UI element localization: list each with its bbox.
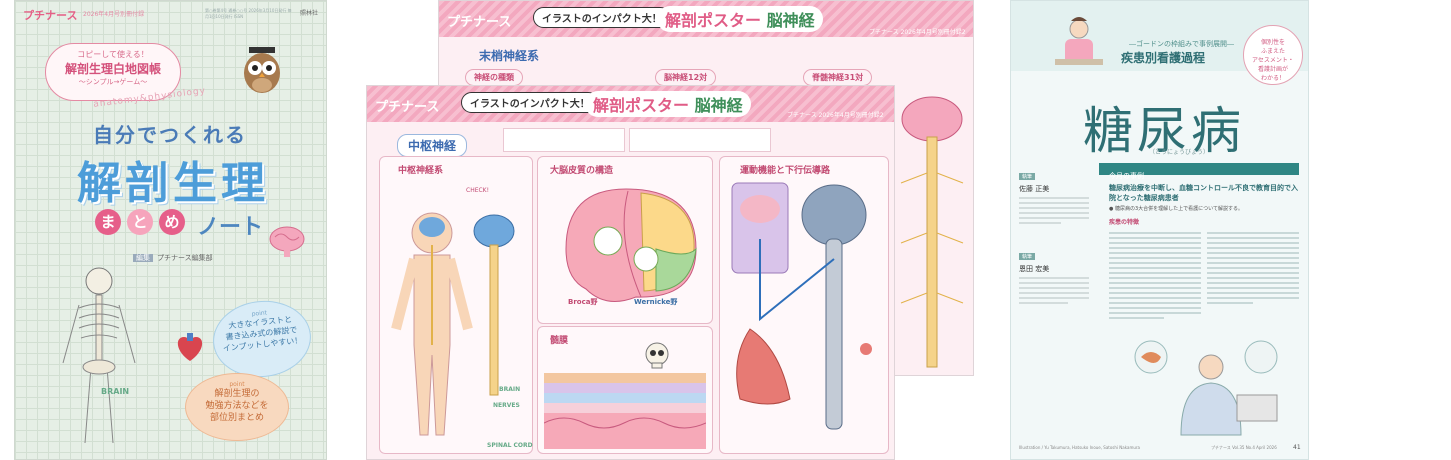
body-column-1: [1109, 229, 1201, 322]
wernicke-label: Wernicke野: [634, 298, 678, 306]
poster-front-section: 中枢神経: [397, 134, 468, 157]
side-badge-text: 個別性を ふまえた アセスメント・ 看護計画が わかる！: [1244, 38, 1302, 83]
poster-back-title-main: 解剖ポスター: [665, 11, 762, 30]
cortex-illustration: [565, 188, 697, 302]
cover-issue: 2026年4月号別冊付録: [83, 11, 145, 18]
poster-spinal-label: SPINAL CORD: [487, 442, 533, 449]
poster-front-brand: プチナース: [375, 100, 440, 115]
feature-label: 疾患の特徴: [1109, 219, 1140, 226]
point-bubble-1: point 大きなイラストと 書き込み式の解説で インプットしやすい！: [209, 296, 315, 382]
point-bubble-2-line-2: 勉強方法などを: [205, 401, 269, 411]
box-central-nervous-title: 中枢神経系: [398, 166, 444, 176]
body-column-2: [1207, 229, 1299, 307]
author-tag-1: 執筆: [1019, 173, 1036, 180]
editor-label: 編集: [133, 254, 153, 262]
skull-icon: [645, 342, 669, 369]
mtm-circle-2: と: [127, 209, 153, 235]
cover-brand: プチナース: [23, 9, 78, 22]
box-central-nervous: 中枢神経系 CHECK!: [379, 156, 533, 454]
box-motor-title: 運動機能と下行伝導路: [740, 166, 831, 176]
magazine-big-title: 糖尿病: [1083, 102, 1245, 160]
poster-back-title: 解剖ポスター 脳神経: [657, 6, 823, 32]
box-meninges: 髄膜: [537, 326, 713, 454]
case-bar: 今月の事例: [1099, 163, 1299, 180]
magazine-side-badge: 個別性を ふまえた アセスメント・ 看護計画が わかる！: [1243, 25, 1303, 85]
cover-brain-label: BRAIN: [101, 387, 130, 396]
point-bubble-2-tag: point: [229, 381, 245, 388]
side-badge-line-5: わかる！: [1260, 75, 1285, 82]
poster-front-issue: プチナース 2026年4月号別冊付録2: [787, 112, 884, 119]
editor-name: プチナース編集部: [157, 254, 213, 262]
box-cortex: 大脳皮質の構造 Broca野 Wernicke野: [537, 156, 713, 324]
author-name-1: 佐藤 正美: [1019, 185, 1050, 193]
poster-front: プチナース イラストのインパクト大！ 解剖ポスター 脳神経 プチナース 2026…: [366, 85, 895, 460]
magazine-kana: （とうにょうびょう）: [1149, 149, 1210, 156]
skeleton-illustration: [62, 267, 136, 444]
author-tag-2: 執筆: [1019, 253, 1036, 260]
owl-illustration: [244, 47, 280, 93]
cover-subtitle: 自分でつくれる: [93, 123, 247, 147]
poster-back-title-accent: 脳神経: [766, 11, 815, 30]
human-nervous-illustration: [391, 212, 515, 436]
magazine-heading: 疾患別看護過程: [1121, 51, 1206, 65]
poster-back-chip-1: 神経の種類: [465, 69, 523, 86]
box-cortex-title: 大脳皮質の構造: [550, 166, 614, 176]
point-bubble-2: point 解剖生理の 勉強方法などを 部位別まとめ: [185, 373, 289, 441]
case-title: 糖尿病治療を中断し、血糖コントロール不良で教育目的で入院となった糖尿病患者: [1109, 184, 1298, 202]
side-badge-line-1: 個別性を: [1260, 39, 1285, 46]
poster-back-brand: プチナース: [447, 15, 512, 30]
pill-line-1: コピーして使える！: [77, 50, 149, 59]
meninges-illustration: [544, 373, 706, 449]
cover-fine-print: 第○巻第4号 通巻○○号 2026年3月10日発行 毎月1回10日発行 ISSN: [205, 8, 292, 19]
poster-front-bubble: イラストのインパクト大！: [461, 92, 599, 113]
poster-back-bubble: イラストのインパクト大！: [533, 7, 671, 28]
cover-note-word: ノート: [197, 215, 264, 240]
point-bubble-2-line-3: 部位別まとめ: [209, 413, 264, 423]
illustration-credit: Illustration / Yu Takumura, Hatsuko Inou…: [1019, 445, 1140, 450]
broca-label: Broca野: [568, 298, 598, 306]
side-badge-line-2: ふまえた: [1260, 48, 1285, 55]
poster-back-section: 末梢神経系: [479, 49, 540, 63]
pill-line-3: 〜シンプル→ゲーム〜: [78, 78, 148, 86]
author-name-2: 恩田 宏美: [1019, 265, 1050, 273]
poster-nerves-label: NERVES: [493, 402, 520, 409]
poster-front-info-strip-2: [629, 128, 771, 152]
cover-title: 解剖生理: [77, 158, 269, 209]
poster-back-chip-3: 脊髄神経31対: [803, 69, 873, 86]
check-label: CHECK!: [466, 187, 490, 194]
case-bar-label: 今月の事例: [1109, 172, 1144, 180]
author-sidebar: 執筆 佐藤 正美 執筆 恩田 宏美: [1019, 163, 1089, 307]
poster-front-info-strip-1: [503, 128, 625, 152]
cover-tagline-pill: コピーして使える！ 解剖生理白地図帳 〜シンプル→ゲーム〜: [45, 43, 181, 101]
heart-illustration: [177, 333, 203, 361]
box-meninges-title: 髄膜: [550, 336, 569, 346]
poster-brain-label: BRAIN: [499, 386, 521, 393]
poster-front-title-accent: 脳神経: [694, 96, 743, 115]
motor-pathway-illustration: [731, 182, 872, 430]
poster-back-spine-illustration: [900, 96, 964, 368]
point-bubble-2-line-1: 解剖生理の: [214, 389, 260, 399]
cover-editor: 編集プチナース編集部: [133, 253, 213, 263]
magazine-footer: プチナース Vol.35 No.4 April 2026: [1211, 445, 1277, 450]
pill-line-2: 解剖生理白地図帳: [64, 62, 161, 76]
side-badge-line-3: アセスメント・: [1252, 57, 1294, 64]
poster-front-title: 解剖ポスター 脳神経: [585, 91, 751, 117]
mtm-circle-3: め: [159, 209, 185, 235]
case-subtitle: ● 糖尿病の3大合併を理解した上で看護について解説する。: [1109, 206, 1243, 212]
notebook-cover: プチナース 2026年4月号別冊付録 第○巻第4号 通巻○○号 2026年3月1…: [14, 0, 327, 460]
poster-back-issue: プチナース 2026年4月号別冊付録2: [869, 29, 966, 36]
mtm-circle-1: ま: [95, 209, 121, 235]
brain-illustration: [269, 226, 305, 257]
magazine-kicker: ―ゴードンの枠組みで事例展開―: [1129, 40, 1234, 48]
magazine-page: ―ゴードンの枠組みで事例展開― 疾患別看護過程 個別性を ふまえた アセスメント…: [1010, 0, 1309, 460]
box-motor: 運動機能と下行伝導路: [719, 156, 889, 454]
patient-illustration: [1134, 340, 1278, 436]
nurse-illustration: [1055, 17, 1103, 65]
poster-front-title-main: 解剖ポスター: [593, 96, 690, 115]
page-number: 41: [1293, 444, 1301, 451]
poster-back-chip-2: 脳神経12対: [655, 69, 717, 86]
cover-publisher: 照林社: [300, 10, 319, 17]
side-badge-line-4: 看護計画が: [1257, 66, 1288, 73]
